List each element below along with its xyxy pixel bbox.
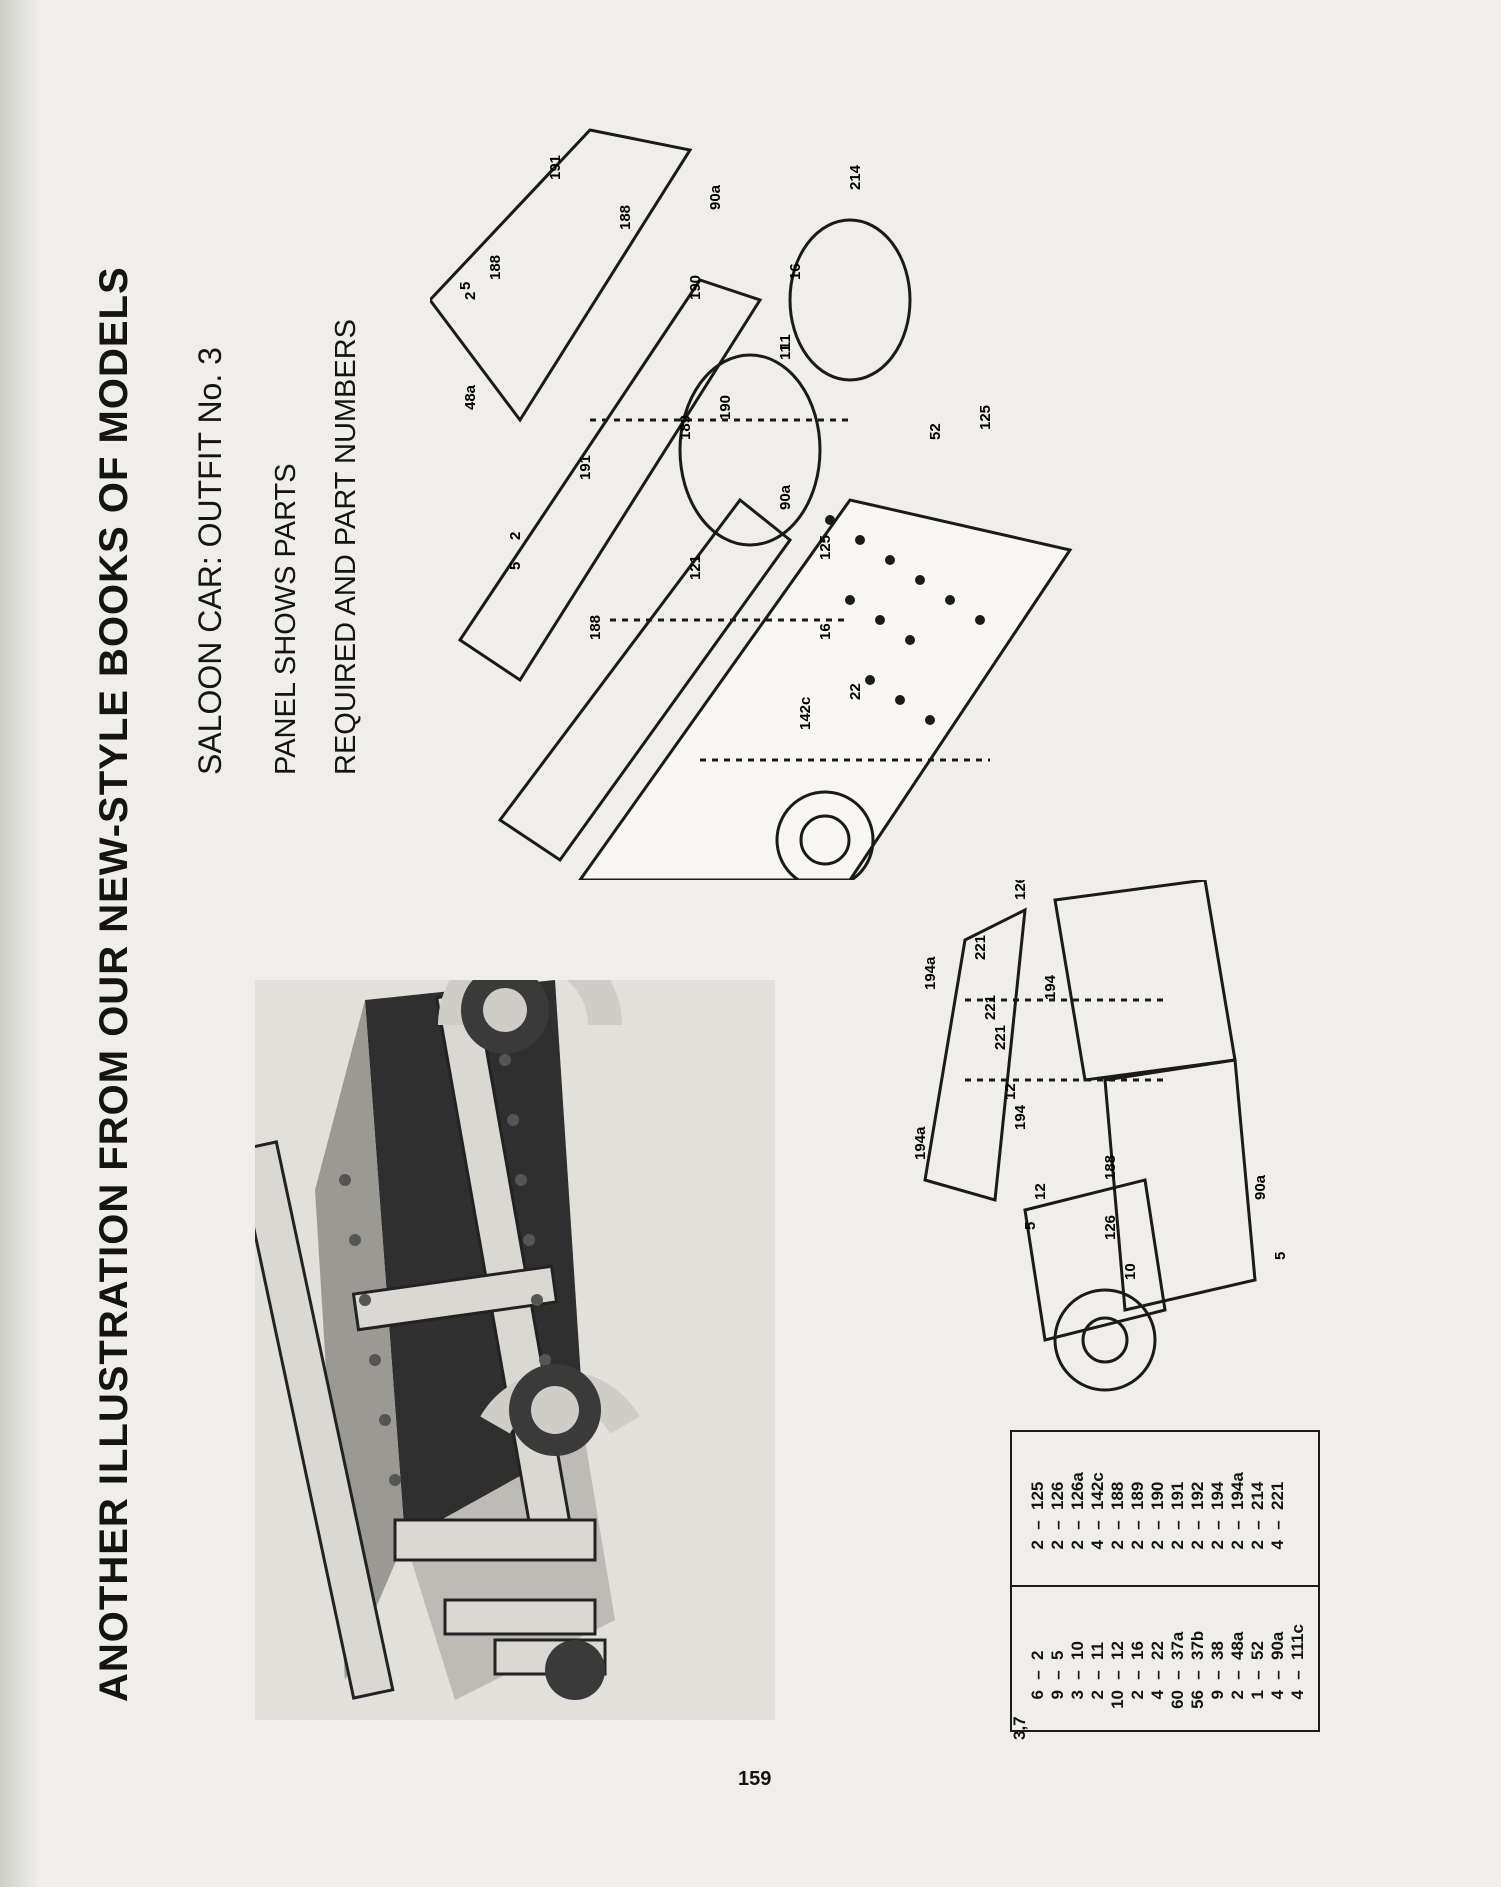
parts-row: 9–38	[1208, 1641, 1227, 1700]
part-callout-label: 2	[507, 532, 524, 540]
part-callout-label: 5	[1022, 1222, 1039, 1230]
scan-edge-shadow	[0, 0, 40, 1887]
part-callout-label: 194	[1012, 1104, 1029, 1130]
part-callout-label: 2	[462, 292, 479, 300]
parts-row: 2–194a	[1228, 1472, 1247, 1550]
part-callout-label: 12	[1002, 1083, 1019, 1100]
parts-row: 56–37b	[1188, 1630, 1207, 1709]
part-callout-label: 10	[1122, 1263, 1139, 1280]
part-callout-label: 125	[977, 405, 994, 430]
parts-table-outfit-label: 3,7	[1010, 1716, 1029, 1740]
page-number: 159	[738, 1768, 772, 1790]
part-callout-label: 5	[1272, 1252, 1289, 1260]
part-callout-label: 5	[430, 142, 434, 150]
part-callout-label: 90a	[1252, 1174, 1269, 1200]
parts-table-divider	[1012, 1585, 1318, 1587]
parts-row: 4–22	[1148, 1641, 1167, 1700]
parts-row: 4–142c	[1088, 1472, 1107, 1550]
part-callout-label: 125	[817, 535, 834, 560]
part-callout-label: 214	[847, 164, 864, 190]
model-subtitle: SALOON CAR: OUTFIT No. 3	[192, 347, 228, 775]
part-callout-label: 221	[992, 1025, 1009, 1050]
parts-row: 2–190	[1148, 1481, 1167, 1550]
parts-row: 2–48a	[1228, 1631, 1247, 1700]
part-callout-label: 12	[1032, 1183, 1049, 1200]
part-callout-label: 121	[687, 555, 704, 580]
part-callout-label: 191	[547, 155, 564, 180]
parts-row: 2–214	[1248, 1481, 1267, 1550]
parts-row: 2–194	[1208, 1481, 1227, 1550]
panel-caption-line1: PANEL SHOWS PARTS	[270, 463, 302, 775]
part-callout-label: 22	[847, 683, 864, 700]
part-callout-label: 16	[817, 623, 834, 640]
part-callout-label: 5	[457, 282, 474, 290]
part-callout-label: 188	[587, 615, 604, 640]
part-callout-label: 5	[507, 562, 524, 570]
parts-row: 9–5	[1048, 1650, 1067, 1700]
parts-row: 2–16	[1128, 1641, 1147, 1700]
part-callout-label: 16	[787, 263, 804, 280]
part-callout-label: 188	[1102, 1155, 1119, 1180]
part-callout-label: 194	[1042, 974, 1059, 1000]
exploded-body-diagram: 12610221194a22119422112194194a1251881261…	[905, 863, 1345, 1400]
parts-row: 2–191	[1168, 1481, 1187, 1550]
exploded-chassis-diagram: 519118890a2141925218819016111148a1901891…	[397, 120, 1190, 890]
parts-row: 2–126	[1048, 1481, 1067, 1550]
parts-row: 2–126a	[1068, 1472, 1087, 1550]
parts-row: 6–2	[1028, 1650, 1047, 1700]
panel-caption-line2: REQUIRED AND PART NUMBERS	[330, 318, 362, 775]
part-callout-label: 190	[717, 395, 734, 420]
parts-row: 1–52	[1248, 1641, 1267, 1700]
parts-row: 4–111c	[1288, 1624, 1307, 1700]
part-callout-label: 221	[982, 995, 999, 1020]
part-callout-label: 191	[577, 455, 594, 480]
parts-row: 2–188	[1108, 1481, 1127, 1550]
part-callout-label: 126	[1102, 1215, 1119, 1240]
parts-row: 4–90a	[1268, 1631, 1287, 1700]
part-callout-label: 52	[927, 423, 944, 440]
page-title: ANOTHER ILLUSTRATION FROM OUR NEW-STYLE …	[92, 266, 136, 1702]
part-callout-label: 142c	[797, 697, 814, 730]
part-callout-label: 188	[487, 255, 504, 280]
part-callout-label: 189	[677, 415, 694, 440]
parts-row: 10–12	[1108, 1641, 1127, 1709]
parts-row: 2–11	[1088, 1642, 1107, 1700]
part-callout-label: 190	[687, 275, 704, 300]
part-callout-label: 48a	[462, 384, 479, 410]
part-callout-label: 221	[972, 935, 989, 960]
parts-row: 2–192	[1188, 1481, 1207, 1550]
parts-row: 4–221	[1268, 1481, 1287, 1550]
model-photograph	[235, 933, 775, 1720]
part-callout-label: 11	[777, 334, 794, 350]
parts-row: 2–125	[1028, 1481, 1047, 1550]
part-callout-label: 90a	[777, 484, 794, 510]
part-callout-label: 11	[777, 344, 794, 360]
part-callout-label: 194a	[912, 1126, 929, 1160]
parts-row: 3–10	[1068, 1641, 1087, 1700]
part-callout-label: 90a	[707, 184, 724, 210]
parts-table	[1010, 1430, 1320, 1732]
parts-row: 60–37a	[1168, 1631, 1187, 1709]
part-callout-label: 188	[617, 205, 634, 230]
part-callout-label: 126	[1012, 880, 1029, 900]
part-callout-label: 194a	[922, 956, 939, 990]
parts-row: 2–189	[1128, 1481, 1147, 1550]
